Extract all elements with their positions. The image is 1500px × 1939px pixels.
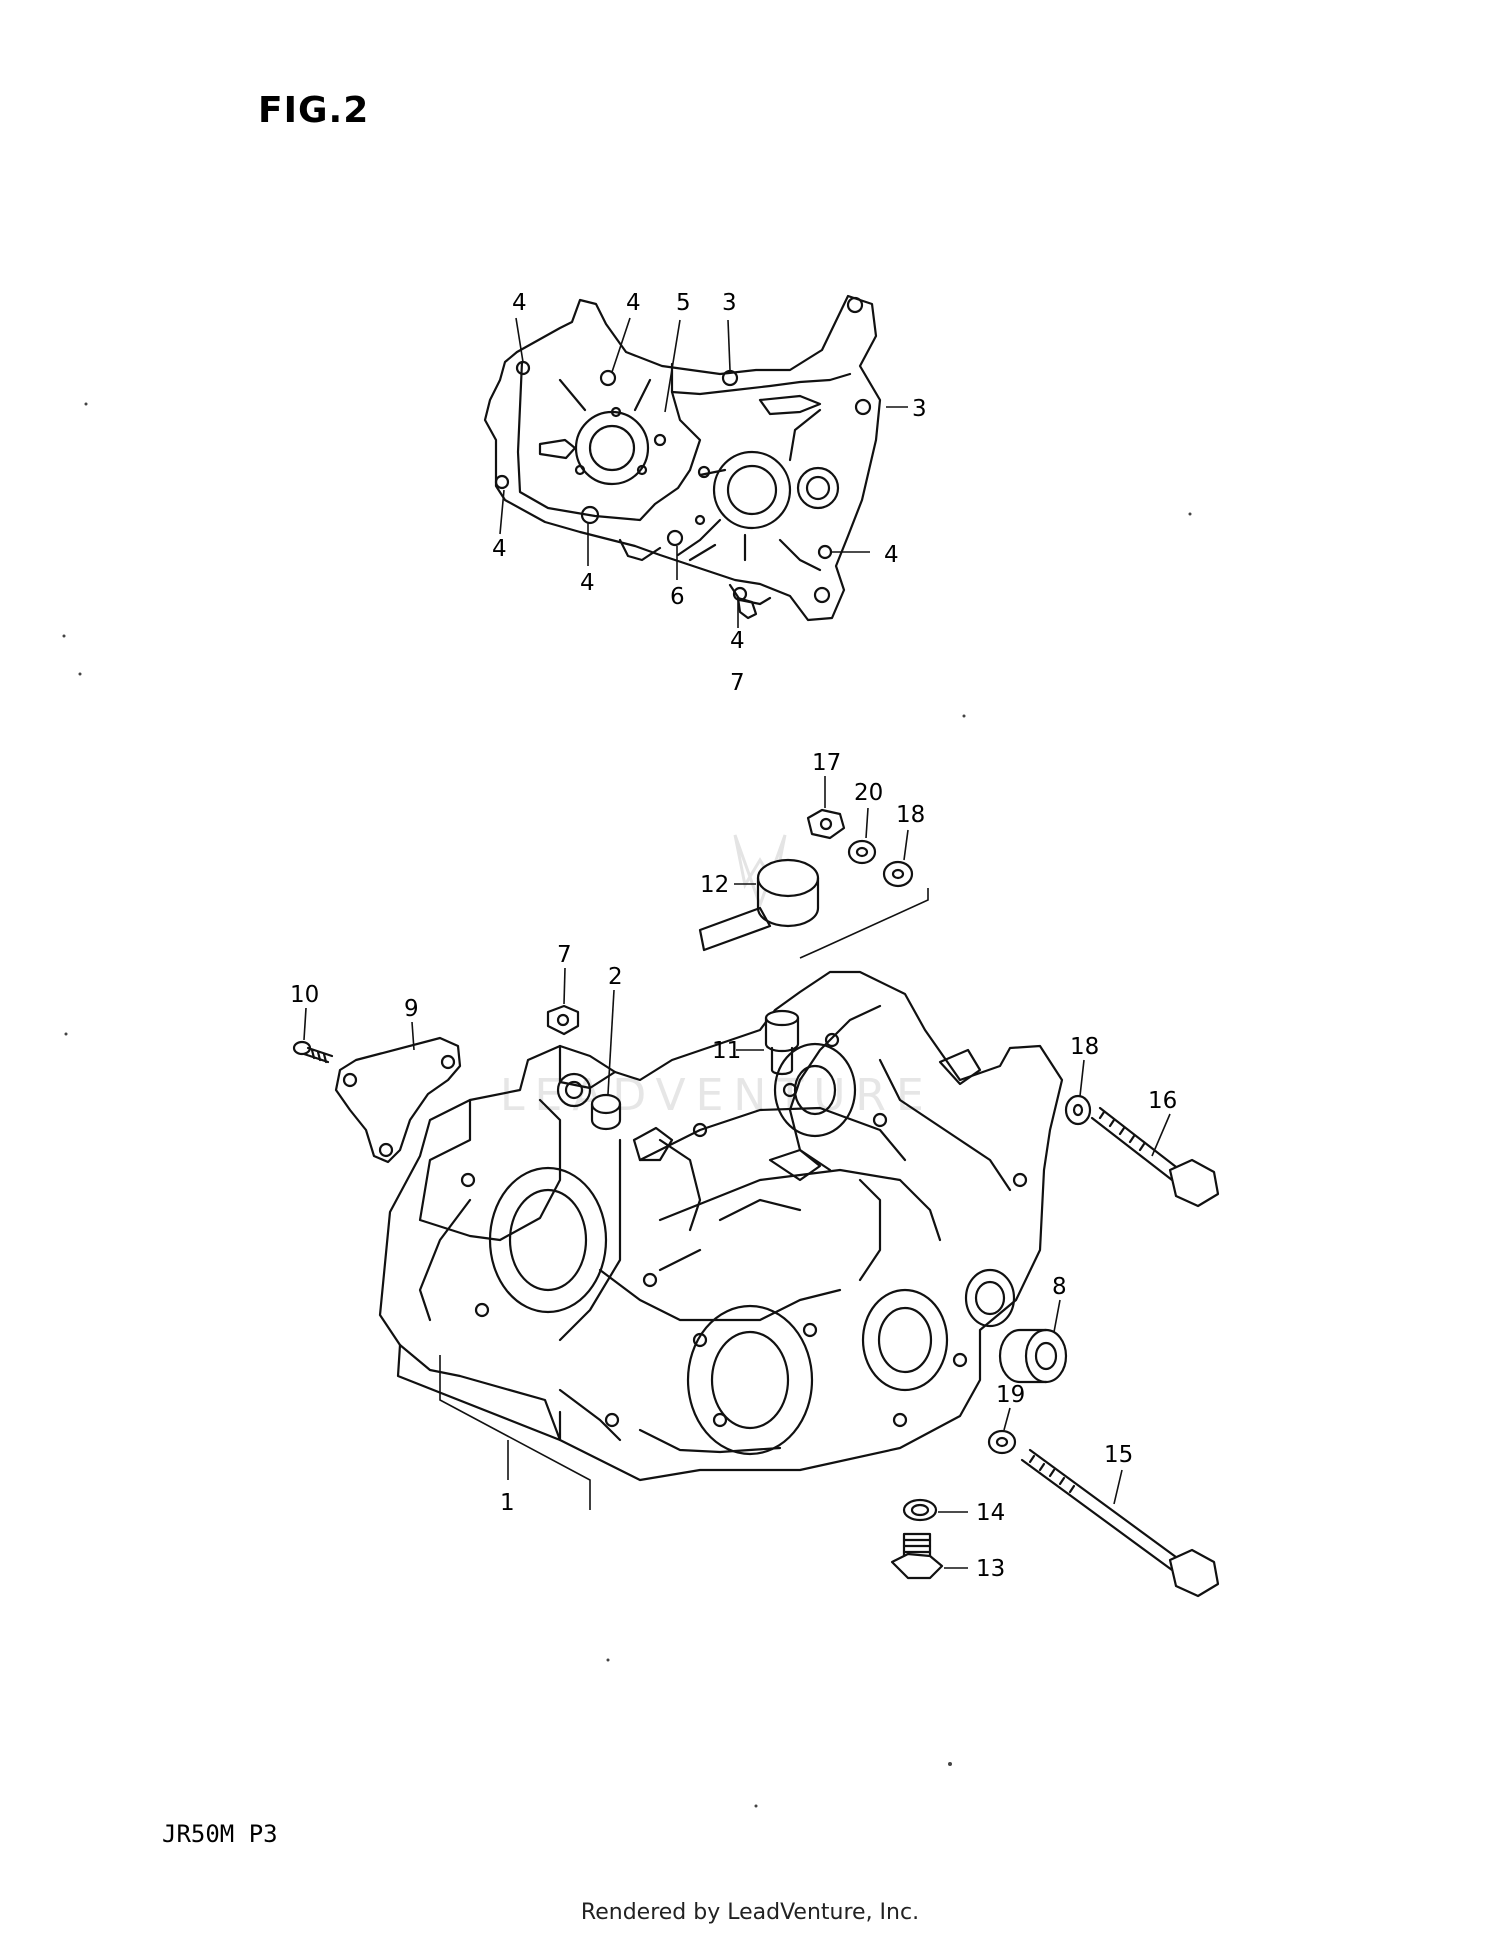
nut-17	[806, 808, 846, 840]
callout-top-6: 6	[670, 584, 685, 610]
top-callouts: 4 4 5 3 3 4 4 6 4 4 7	[492, 290, 927, 696]
callout-18-b: 18	[1070, 1034, 1099, 1060]
washer-18-a	[882, 860, 914, 888]
callout-9: 9	[404, 996, 419, 1022]
cover-plate-9	[334, 1036, 462, 1164]
stud-11	[764, 1009, 800, 1076]
crankcase-gasket-outline	[483, 294, 882, 622]
callout-2: 2	[608, 964, 623, 990]
nut-7	[546, 1004, 580, 1036]
callout-top-3-a: 3	[722, 290, 737, 316]
callout-top-3-b: 3	[912, 396, 927, 422]
callout-12: 12	[700, 872, 729, 898]
callout-top-4-f: 4	[730, 628, 745, 654]
screw-10	[292, 1040, 334, 1064]
callout-19: 19	[996, 1382, 1025, 1408]
callout-18-a: 18	[896, 802, 925, 828]
top-leader-lines	[499, 317, 908, 628]
gasket-washer-14	[902, 1498, 938, 1522]
callout-20: 20	[854, 780, 883, 806]
crankcase-set-bracket	[439, 1355, 591, 1510]
callout-7: 7	[557, 942, 572, 968]
cap-12	[698, 858, 820, 952]
washer-18-b	[1064, 1094, 1092, 1126]
bolt-16	[1090, 1106, 1220, 1208]
callout-14: 14	[976, 1500, 1005, 1526]
callout-top-4-c: 4	[492, 536, 507, 562]
bushing-8	[998, 1328, 1068, 1384]
callout-17: 17	[812, 750, 841, 776]
callout-11: 11	[712, 1038, 741, 1064]
crankcase-callouts: 17 20 18 12 11 7 2 10 9 18 16 8 19 15 1 …	[290, 750, 1177, 1582]
drain-plug-13	[890, 1532, 944, 1580]
callout-13: 13	[976, 1556, 1005, 1582]
render-credit: Rendered by LeadVenture, Inc.	[580, 1900, 920, 1925]
callout-top-4-a: 4	[512, 290, 527, 316]
callout-top-4-d: 4	[580, 570, 595, 596]
callout-8: 8	[1052, 1274, 1067, 1300]
long-bolt-15	[1020, 1448, 1220, 1598]
callout-1: 1	[500, 1490, 515, 1516]
callout-16: 16	[1148, 1088, 1177, 1114]
callout-top-7: 7	[730, 670, 745, 696]
callout-10: 10	[290, 982, 319, 1008]
callout-15: 15	[1104, 1442, 1133, 1468]
callout-top-4-e: 4	[884, 542, 899, 568]
lock-washer-20	[847, 839, 877, 865]
figure-title: FIG.2	[258, 90, 370, 131]
scan-specks	[62, 402, 1192, 1808]
model-code: JR50M P3	[162, 1820, 278, 1848]
crankcase-body	[378, 970, 1064, 1482]
washer-19	[987, 1429, 1017, 1455]
dowel-pin	[590, 1093, 622, 1131]
callout-top-5: 5	[676, 290, 691, 316]
callout-top-4-b: 4	[626, 290, 641, 316]
